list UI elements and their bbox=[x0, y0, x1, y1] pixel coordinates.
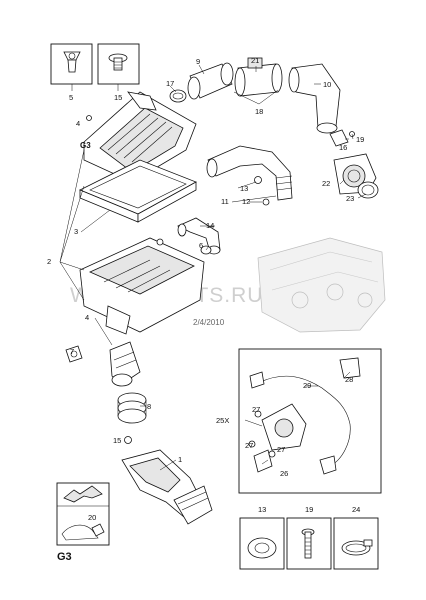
callout-24-box: 24 bbox=[352, 505, 360, 514]
clamp-part-17 bbox=[169, 89, 187, 103]
section-code: G3 bbox=[57, 551, 72, 563]
callout-11: 11 bbox=[221, 197, 229, 206]
callout-14: 14 bbox=[206, 221, 214, 230]
callout-27-b: 27 bbox=[245, 441, 253, 450]
hose-part-14 bbox=[177, 217, 221, 255]
callout-26: 26 bbox=[280, 469, 288, 478]
detail-box-25X bbox=[238, 348, 382, 494]
callout-13-box: 13 bbox=[258, 505, 266, 514]
callout-25X: 25X bbox=[216, 416, 229, 425]
callout-29: 29 bbox=[303, 381, 311, 390]
callout-12: 12 bbox=[242, 197, 250, 206]
callout-4: 4 bbox=[85, 313, 89, 322]
callout-3: 3 bbox=[74, 227, 78, 236]
date-stamp: 2/4/2010 bbox=[193, 318, 225, 327]
filter-element bbox=[79, 159, 197, 223]
resonator-part-8 bbox=[117, 392, 147, 424]
callout-1: 1 bbox=[178, 455, 182, 464]
callout-27-a: 27 bbox=[252, 405, 260, 414]
connector-part-7 bbox=[65, 345, 83, 363]
callout-18: 18 bbox=[255, 107, 263, 116]
upper-duct-9 bbox=[187, 62, 234, 100]
callout-21: 21 bbox=[251, 56, 259, 65]
callout-labels: 5 15 4 G3 2 3 4 7 8 15 1 17 9 21 10 18 1… bbox=[47, 56, 364, 522]
engine-block-ghost bbox=[257, 237, 386, 333]
box-part-19 bbox=[286, 517, 332, 570]
leader-lines bbox=[59, 64, 367, 471]
callout-28: 28 bbox=[345, 375, 353, 384]
gasket-part-23 bbox=[357, 181, 379, 199]
intake-duct bbox=[109, 341, 141, 387]
box-part-13 bbox=[239, 517, 285, 570]
hose-part-11 bbox=[206, 145, 293, 206]
legend-box bbox=[56, 482, 110, 546]
callout-27-c: 27 bbox=[277, 445, 285, 454]
callout-15-top: 15 bbox=[114, 93, 122, 102]
callout-10: 10 bbox=[323, 80, 331, 89]
callout-2: 2 bbox=[47, 257, 51, 266]
callout-6: 6 bbox=[199, 241, 203, 250]
callout-16: 16 bbox=[339, 143, 347, 152]
box-part-24 bbox=[333, 517, 379, 570]
callout-7: 7 bbox=[70, 347, 74, 356]
callout-20: 20 bbox=[88, 513, 96, 522]
callout-9: 9 bbox=[196, 57, 200, 66]
callout-4-top: 4 bbox=[76, 119, 80, 128]
screw-part-15 bbox=[124, 436, 132, 444]
box-part-5 bbox=[50, 43, 93, 85]
callout-15-mid: 15 bbox=[113, 436, 121, 445]
callout-8: 8 bbox=[147, 402, 151, 411]
callout-17: 17 bbox=[166, 79, 174, 88]
upper-duct-10 bbox=[288, 63, 341, 134]
callout-22: 22 bbox=[322, 179, 330, 188]
callout-5: 5 bbox=[69, 93, 73, 102]
callout-19-box: 19 bbox=[305, 505, 313, 514]
callout-23: 23 bbox=[346, 194, 354, 203]
mass-air-flow-sensor-21 bbox=[234, 57, 283, 97]
air-intake-pipe bbox=[121, 449, 213, 525]
callout-19: 19 bbox=[356, 135, 364, 144]
box-part-15 bbox=[97, 43, 140, 85]
callout-13: 13 bbox=[240, 184, 248, 193]
callout-g3-cover: G3 bbox=[80, 141, 91, 150]
air-cleaner-cover bbox=[83, 91, 197, 183]
air-cleaner-housing bbox=[79, 237, 205, 335]
